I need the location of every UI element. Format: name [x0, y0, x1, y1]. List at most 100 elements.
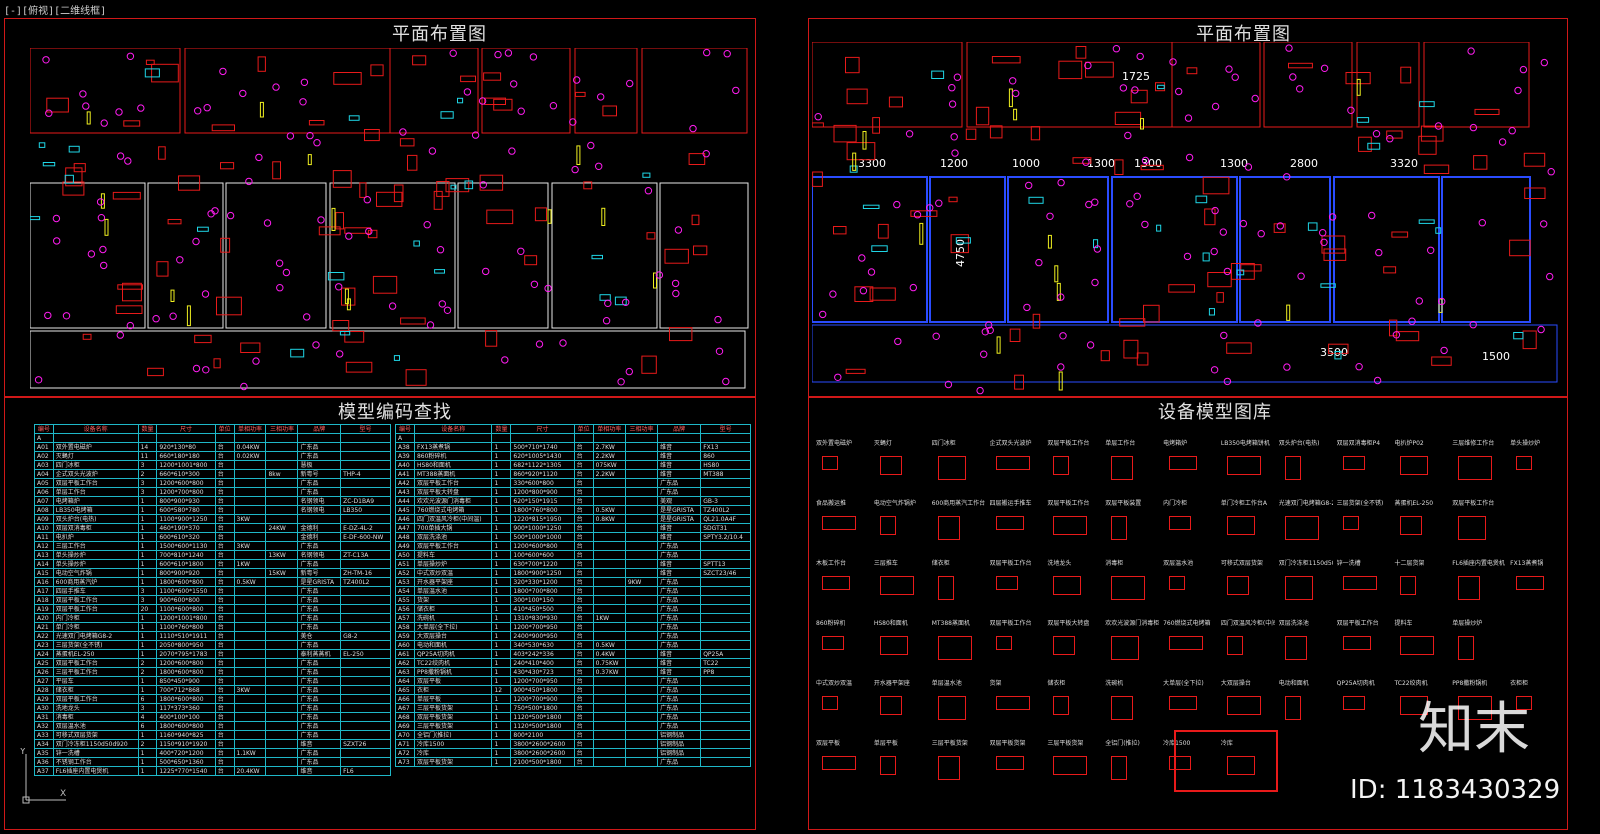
library-item-symbol[interactable] [1111, 636, 1140, 660]
library-item-symbol[interactable] [1226, 636, 1243, 655]
table-cell [265, 739, 299, 749]
library-item-symbol[interactable] [1284, 576, 1313, 600]
library-item-symbol[interactable] [822, 636, 844, 650]
floor-plan-left[interactable] [30, 48, 750, 393]
library-item-symbol[interactable] [1053, 756, 1088, 775]
table-cell: A22 [34, 631, 54, 641]
library-item-symbol[interactable] [1400, 456, 1429, 475]
library-item-symbol[interactable] [1458, 576, 1481, 600]
library-item-symbol[interactable] [995, 696, 1030, 710]
library-item-symbol[interactable] [995, 516, 1024, 530]
library-item-symbol[interactable] [1400, 516, 1423, 535]
library-item-symbol[interactable] [879, 456, 902, 475]
table-cell: 3KW [233, 685, 267, 695]
library-item-symbol[interactable] [937, 516, 960, 540]
library-item-symbol[interactable] [1053, 696, 1070, 715]
table-cell: 900*1000*1250 [510, 523, 575, 533]
library-item-symbol[interactable] [1169, 756, 1192, 770]
table-cell: 3KW [233, 541, 267, 551]
library-item-symbol[interactable] [1284, 696, 1301, 720]
equipment-block [145, 59, 155, 65]
library-item-symbol[interactable] [822, 696, 838, 710]
library-item-symbol[interactable] [1111, 576, 1146, 600]
table-cell: 920*130*80 [156, 442, 216, 452]
library-item-symbol[interactable] [822, 576, 850, 590]
library-item-symbol[interactable] [1458, 456, 1493, 480]
viewport-label[interactable]: [-][俯视][二维线框] [4, 6, 107, 17]
library-item-symbol[interactable] [1169, 636, 1204, 650]
library-item-symbol[interactable] [1053, 576, 1082, 595]
library-item-symbol[interactable] [1458, 696, 1493, 720]
library-item-symbol[interactable] [1169, 516, 1192, 530]
library-item-symbol[interactable] [1342, 696, 1365, 710]
library-item-symbol[interactable] [995, 576, 1018, 590]
table-cell: 100*600*600 [510, 550, 575, 560]
fixture-block [1418, 219, 1435, 224]
library-item-symbol[interactable] [1111, 696, 1134, 720]
library-item-symbol[interactable] [995, 456, 1030, 470]
library-item-symbol[interactable] [937, 696, 966, 720]
library-item-symbol[interactable] [879, 516, 896, 535]
library-item-symbol[interactable] [937, 456, 966, 480]
library-item-symbol[interactable] [1169, 456, 1198, 470]
socket-marker [203, 104, 211, 112]
library-item-symbol[interactable] [1053, 516, 1088, 535]
library-item-symbol[interactable] [1226, 576, 1249, 595]
library-item-symbol[interactable] [1400, 696, 1429, 715]
socket-marker [715, 347, 724, 355]
library-item-cold-storage-symbol[interactable] [1174, 730, 1278, 792]
table-cell: 410*450*500 [510, 604, 575, 614]
fixture-block [1093, 239, 1099, 249]
library-item-symbol[interactable] [1111, 456, 1134, 480]
library-item-symbol[interactable] [822, 456, 838, 470]
library-item-symbol[interactable] [1169, 576, 1186, 590]
library-item-symbol[interactable] [879, 636, 908, 655]
library-item-symbol[interactable] [1226, 516, 1255, 535]
library-item-symbol[interactable] [822, 756, 856, 770]
library-item-symbol[interactable] [822, 516, 856, 530]
library-item-symbol[interactable] [995, 756, 1024, 770]
library-item-symbol[interactable] [1458, 516, 1487, 540]
library-item-symbol[interactable] [937, 636, 972, 660]
library-item-symbol[interactable] [1342, 636, 1371, 650]
floor-plan-right[interactable]: 1725 3300 1200 1000 1300 1300 1300 2800 … [812, 42, 1562, 397]
library-item-symbol[interactable] [1169, 696, 1198, 710]
library-item-symbol[interactable] [1111, 756, 1128, 780]
library-item-symbol[interactable] [1342, 456, 1365, 470]
library-item-symbol[interactable] [1342, 516, 1359, 530]
library-item-symbol[interactable] [1053, 456, 1070, 475]
table-cell: 3800*2600*2600 [510, 748, 575, 758]
library-item-symbol[interactable] [1342, 576, 1377, 590]
library-item-symbol[interactable] [1284, 636, 1307, 660]
library-item-symbol[interactable] [995, 636, 1012, 650]
library-item-symbol[interactable] [1516, 696, 1533, 710]
table-cell: 广东品 [297, 451, 342, 461]
library-item-symbol[interactable] [1516, 576, 1545, 590]
library-item-symbol[interactable] [1516, 456, 1533, 470]
table-cell: 货架 [413, 595, 493, 605]
fixture-block [348, 115, 360, 121]
library-item-symbol[interactable] [879, 696, 902, 715]
room-outline [1263, 42, 1353, 128]
socket-marker [1319, 229, 1327, 237]
table-cell: 广东品 [657, 712, 702, 722]
library-item-symbol[interactable] [1400, 636, 1435, 655]
library-item-symbol[interactable] [1111, 516, 1128, 540]
library-item-symbol[interactable] [1053, 636, 1076, 655]
library-item-symbol[interactable] [1226, 756, 1255, 775]
library-item-symbol[interactable] [1400, 576, 1417, 595]
library-item-label: 860粉碎机 [816, 620, 846, 627]
library-item-symbol[interactable] [879, 756, 896, 775]
library-item-symbol[interactable] [937, 576, 954, 600]
table-cell: 双层平板货架 [413, 712, 493, 722]
library-item-symbol[interactable] [1284, 456, 1301, 480]
library-item-symbol[interactable] [879, 576, 914, 595]
library-item-symbol[interactable] [1284, 516, 1319, 540]
library-item-symbol[interactable] [1226, 696, 1261, 715]
table-cell: EL-250 [340, 649, 391, 659]
library-item-symbol[interactable] [1226, 456, 1261, 475]
library-item-symbol[interactable] [937, 756, 960, 780]
library-item-symbol[interactable] [1458, 636, 1475, 660]
